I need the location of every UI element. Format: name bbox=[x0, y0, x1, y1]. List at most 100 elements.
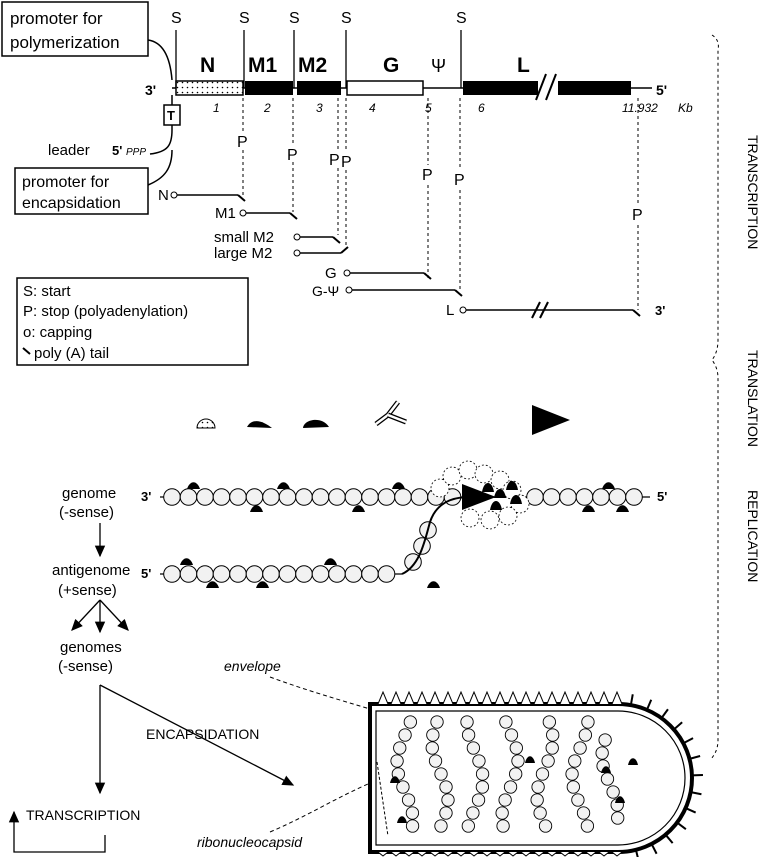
glycoprotein-spike bbox=[586, 692, 596, 704]
leader-label: leader bbox=[48, 142, 90, 159]
promoter-encapsidation-line1: promoter for bbox=[22, 174, 110, 191]
nucleoprotein-bead bbox=[312, 566, 329, 583]
nucleoprotein-bead bbox=[345, 566, 362, 583]
nucleoprotein-bead bbox=[378, 489, 395, 506]
gene-l-break-mark bbox=[536, 74, 558, 100]
ribonucleocapsid-pointer bbox=[270, 778, 382, 832]
nucleoprotein-bead bbox=[180, 566, 197, 583]
genome-strand-beads bbox=[164, 461, 643, 529]
glycoprotein-spike bbox=[534, 692, 544, 704]
transcript-n: N bbox=[158, 187, 245, 204]
capsid-bead bbox=[476, 768, 488, 780]
nucleoprotein-bead bbox=[296, 489, 313, 506]
genomes-sense: (-sense) bbox=[58, 658, 113, 675]
strand1-5prime: 5' bbox=[657, 489, 667, 504]
nascent-bead bbox=[461, 509, 479, 527]
nucleoprotein-bead bbox=[296, 566, 313, 583]
gene-box-m2 bbox=[297, 81, 341, 95]
genome-3prime-label: 3' bbox=[145, 82, 156, 98]
gene-name-m1: M1 bbox=[248, 54, 277, 77]
capsid-bead bbox=[429, 755, 441, 767]
capsid-bead bbox=[572, 794, 584, 806]
strand2-5prime: 5' bbox=[141, 566, 151, 581]
capsid-bead bbox=[581, 820, 593, 832]
capsid-bead bbox=[596, 747, 608, 759]
glycoprotein-spike bbox=[482, 692, 492, 704]
capsid-bead bbox=[467, 807, 479, 819]
legend-box: S: start P: stop (polyadenylation) o: ca… bbox=[17, 278, 248, 365]
promoter-encapsidation-box: promoter for encapsidation bbox=[15, 168, 148, 214]
transcription-loop-label: TRANSCRIPTION bbox=[26, 807, 140, 823]
stop-marker-p6: P bbox=[454, 172, 465, 189]
capsid-bead bbox=[467, 742, 479, 754]
glycoprotein-spike bbox=[647, 700, 651, 710]
nucleoprotein-bead bbox=[164, 566, 181, 583]
transcript-l-3prime: 3' bbox=[655, 303, 665, 318]
capsid-bead bbox=[543, 716, 555, 728]
genomes-label: genomes bbox=[60, 639, 122, 656]
capsid-bead bbox=[510, 742, 522, 754]
stop-dashed-lines bbox=[243, 98, 638, 310]
transcript-label-large-m2: large M2 bbox=[214, 245, 272, 262]
m2-protein-icon bbox=[303, 420, 329, 428]
kb-tick-2: 2 bbox=[263, 101, 271, 115]
capsid-bead bbox=[399, 729, 411, 741]
transcript-label-small-m2: small M2 bbox=[214, 229, 274, 246]
stop-marker-p4: P bbox=[341, 154, 352, 171]
leader-5prime: 5' bbox=[112, 143, 122, 158]
envelope-label: envelope bbox=[224, 658, 281, 674]
glycoprotein-spike bbox=[683, 738, 693, 743]
glycoprotein-spike bbox=[378, 692, 388, 704]
capsid-bead bbox=[404, 716, 416, 728]
capsid-bead bbox=[435, 820, 447, 832]
transcript-label-l: L bbox=[446, 302, 454, 319]
legend-stop: P: stop (polyadenylation) bbox=[23, 303, 188, 320]
capsid-bead bbox=[579, 729, 591, 741]
nucleoprotein-bead bbox=[312, 489, 329, 506]
glycoprotein-spike bbox=[547, 692, 557, 704]
gene-box-n bbox=[176, 81, 243, 95]
capsid-bead bbox=[582, 716, 594, 728]
virion-particle bbox=[370, 692, 703, 857]
glycoprotein-spike bbox=[677, 823, 686, 830]
glycoprotein-spike bbox=[661, 709, 667, 718]
legend-start: S: start bbox=[23, 283, 71, 300]
capsid-bead bbox=[406, 820, 418, 832]
antigenome-label: antigenome bbox=[52, 562, 130, 579]
phase-label-transcription: TRANSCRIPTION bbox=[745, 135, 761, 249]
nucleoprotein-bead bbox=[576, 489, 593, 506]
capsid-bead bbox=[532, 781, 544, 793]
nucleoprotein-bead bbox=[230, 489, 247, 506]
gene-name-n: N bbox=[200, 54, 215, 77]
capsid-bead bbox=[472, 794, 484, 806]
glycoprotein-spike bbox=[560, 692, 570, 704]
capsid-bead bbox=[440, 781, 452, 793]
capsid-bead bbox=[406, 807, 418, 819]
leader-ppp: PPP bbox=[126, 147, 146, 158]
nucleoprotein-bead bbox=[329, 566, 346, 583]
capsid-bead bbox=[601, 773, 613, 785]
nucleoprotein-bead bbox=[345, 489, 362, 506]
start-marker-s4: S bbox=[341, 10, 352, 27]
bound-protein bbox=[250, 505, 263, 512]
encapsidation-label: ENCAPSIDATION bbox=[146, 726, 259, 742]
nascent-bead bbox=[475, 465, 493, 483]
genome-length: 11.932 bbox=[622, 101, 658, 115]
capsid-bead bbox=[566, 768, 578, 780]
phase-brace-line bbox=[710, 35, 718, 760]
genome-label: genome bbox=[62, 485, 116, 502]
bound-protein bbox=[187, 482, 200, 489]
capsid-bead bbox=[427, 729, 439, 741]
capsid-bead bbox=[442, 794, 454, 806]
antigenome-arrow-right bbox=[100, 600, 128, 630]
envelope-pointer bbox=[270, 677, 380, 712]
capsid-bead bbox=[546, 729, 558, 741]
glycoprotein-spike bbox=[686, 808, 696, 812]
capsid-bead bbox=[531, 794, 543, 806]
virion-envelope bbox=[370, 704, 692, 852]
glycoprotein-spike bbox=[391, 692, 401, 704]
gene-box-m1 bbox=[245, 81, 293, 95]
kb-tick-6: 6 bbox=[478, 101, 485, 115]
transcript-g: G bbox=[325, 265, 431, 282]
